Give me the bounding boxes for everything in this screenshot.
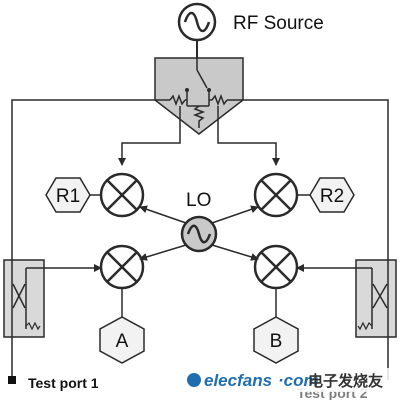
receiver-r1-hexagon: [45, 177, 91, 213]
center-resistor-icon: [192, 105, 206, 128]
right-resistor-icon: [211, 93, 228, 107]
switch-arm-icon: [196, 69, 208, 89]
lo-label: LO: [186, 190, 211, 211]
receiver-b-label: B: [270, 331, 283, 352]
rf-source: RF Source: [177, 2, 324, 42]
left-reference-arrow: [118, 106, 181, 166]
receiver-r2: R2: [297, 177, 355, 213]
left-resistor-icon: [169, 93, 186, 107]
lo-to-a-arrow: [139, 244, 187, 261]
coupler-port-2-cross-icon: [372, 283, 388, 309]
test-port-1-marker: [8, 376, 16, 384]
receiver-b: B: [253, 288, 299, 364]
coupler-port-2: [296, 259, 397, 338]
mixer-r1: [99, 172, 145, 218]
receiver-b-hexagon: [253, 316, 299, 364]
test-port-1-label: Test port 1: [28, 375, 99, 391]
receiver-r2-label: R2: [320, 186, 344, 207]
mixer-a: [99, 244, 145, 290]
watermark-brand: elecfans: [204, 371, 272, 390]
mixer-b: [253, 244, 299, 290]
receiver-a-hexagon: [99, 316, 145, 364]
lo-sine-wave-icon: [186, 224, 212, 244]
watermark-backdrop: [186, 368, 396, 392]
receiver-a-label: A: [116, 331, 129, 352]
rf-source-label: RF Source: [233, 13, 324, 34]
watermark-domain: ·com: [278, 371, 319, 390]
mixer-r2: [253, 172, 299, 218]
watermark-logo-icon: [187, 373, 201, 387]
coupler-port-1-box: [3, 259, 45, 338]
lo-to-r2-arrow: [211, 205, 259, 224]
switch-splitter: [154, 57, 244, 135]
lo-to-r1-arrow: [139, 205, 187, 224]
lo-to-b-arrow: [211, 244, 259, 261]
coupler-port-1: [3, 259, 102, 338]
local-oscillator: LO: [180, 190, 218, 253]
receiver-r1: R1: [45, 177, 101, 213]
receiver-r2-hexagon: [309, 177, 355, 213]
receiver-r1-label: R1: [56, 186, 80, 207]
test-port-1: Test port 1: [8, 375, 99, 391]
watermark: elecfans ·com 电子发烧友: [186, 368, 396, 392]
lo-distribution-arrows: [139, 205, 259, 261]
watermark-cn: 电子发烧友: [308, 372, 383, 390]
switch-splitter-body: [154, 57, 244, 135]
right-reference-arrow: [217, 106, 280, 166]
coupler-port-1-cross-icon: [12, 283, 26, 309]
sine-wave-icon: [183, 11, 211, 33]
receiver-a: A: [99, 288, 145, 364]
